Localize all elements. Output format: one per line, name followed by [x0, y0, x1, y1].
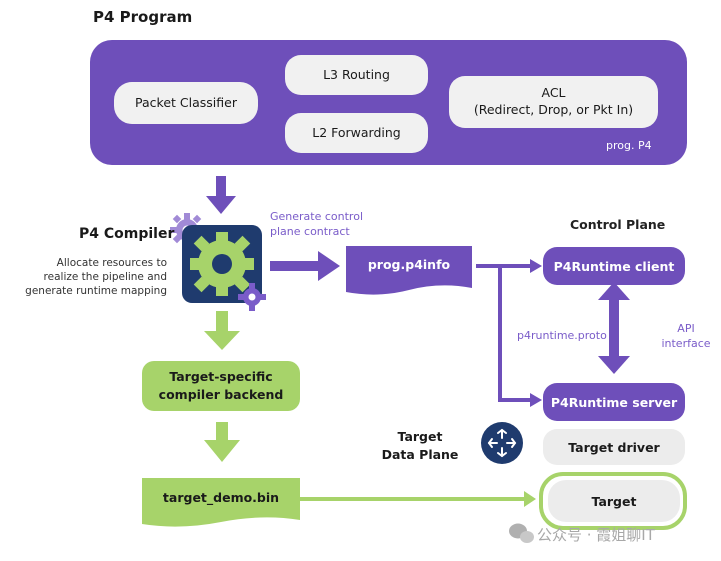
p4runtime-client-box: P4Runtime client [543, 247, 685, 285]
compiler-gear-icon [170, 213, 266, 311]
compiler-description-line-1: Allocate resources to [56, 257, 167, 269]
proto-label: p4runtime.proto [517, 329, 607, 342]
connector-arrowheads [530, 259, 542, 407]
packet-classifier-box: Packet Classifier [114, 82, 258, 124]
binary-label: target_demo.bin [162, 490, 280, 505]
p4info-label: prog.p4info [367, 257, 451, 272]
p4info-to-runtime-connector [476, 264, 532, 402]
compiler-description-line-2: realize the pipeline and [43, 271, 167, 284]
watermark-text: 公众号 · 霞姐聊IT [537, 526, 655, 544]
program-to-compiler-arrow [206, 176, 236, 214]
backend-label-line-1: Target-specific [169, 368, 273, 384]
target-outer-ring [539, 472, 687, 530]
api-label-line-2: interface [661, 336, 711, 350]
backend-to-binary-arrow [204, 422, 240, 462]
compiler-description-line-3: generate runtime mapping [25, 285, 167, 298]
acl-title: ACL [541, 85, 566, 101]
p4runtime-server-box: P4Runtime server [543, 383, 685, 421]
compiler-description: Allocate resources to realize the pipeli… [22, 256, 167, 299]
data-plane-label: Target Data Plane [372, 428, 468, 464]
wechat-logo-icon [509, 523, 534, 543]
acl-detail: (Redirect, Drop, or Pkt In) [473, 102, 634, 117]
data-plane-label-line-1: Target [397, 429, 443, 444]
acl-box: ACL (Redirect, Drop, or Pkt In) [449, 76, 658, 128]
api-label-line-1: API [677, 322, 695, 335]
router-icon [481, 422, 523, 464]
api-interface-double-arrow [598, 282, 630, 374]
l2-forwarding-box: L2 Forwarding [285, 113, 428, 153]
binary-to-target-arrow [300, 491, 536, 507]
contract-label-line-1: Generate control [270, 210, 364, 223]
backend-label-line-2: compiler backend [158, 387, 284, 402]
target-box: Target [548, 480, 680, 522]
backend-box: Target-specific compiler backend [142, 361, 300, 411]
contract-label: Generate control plane contract [270, 210, 363, 240]
program-file-label: prog. P4 [606, 139, 652, 152]
contract-label-line-2: plane contract [270, 224, 350, 238]
p4info-document-shape [346, 246, 472, 295]
target-driver-box: Target driver [543, 429, 685, 465]
l3-routing-box: L3 Routing [285, 55, 428, 95]
binary-document-shape [142, 478, 300, 527]
compiler-to-backend-arrow [204, 311, 240, 350]
program-title: P4 Program [93, 8, 193, 26]
data-plane-label-line-2: Data Plane [381, 447, 459, 463]
control-plane-title: Control Plane [570, 217, 666, 232]
compiler-to-p4info-arrow [270, 251, 340, 281]
api-interface-label: API interface [656, 322, 716, 352]
compiler-title: P4 Compiler [79, 226, 175, 242]
